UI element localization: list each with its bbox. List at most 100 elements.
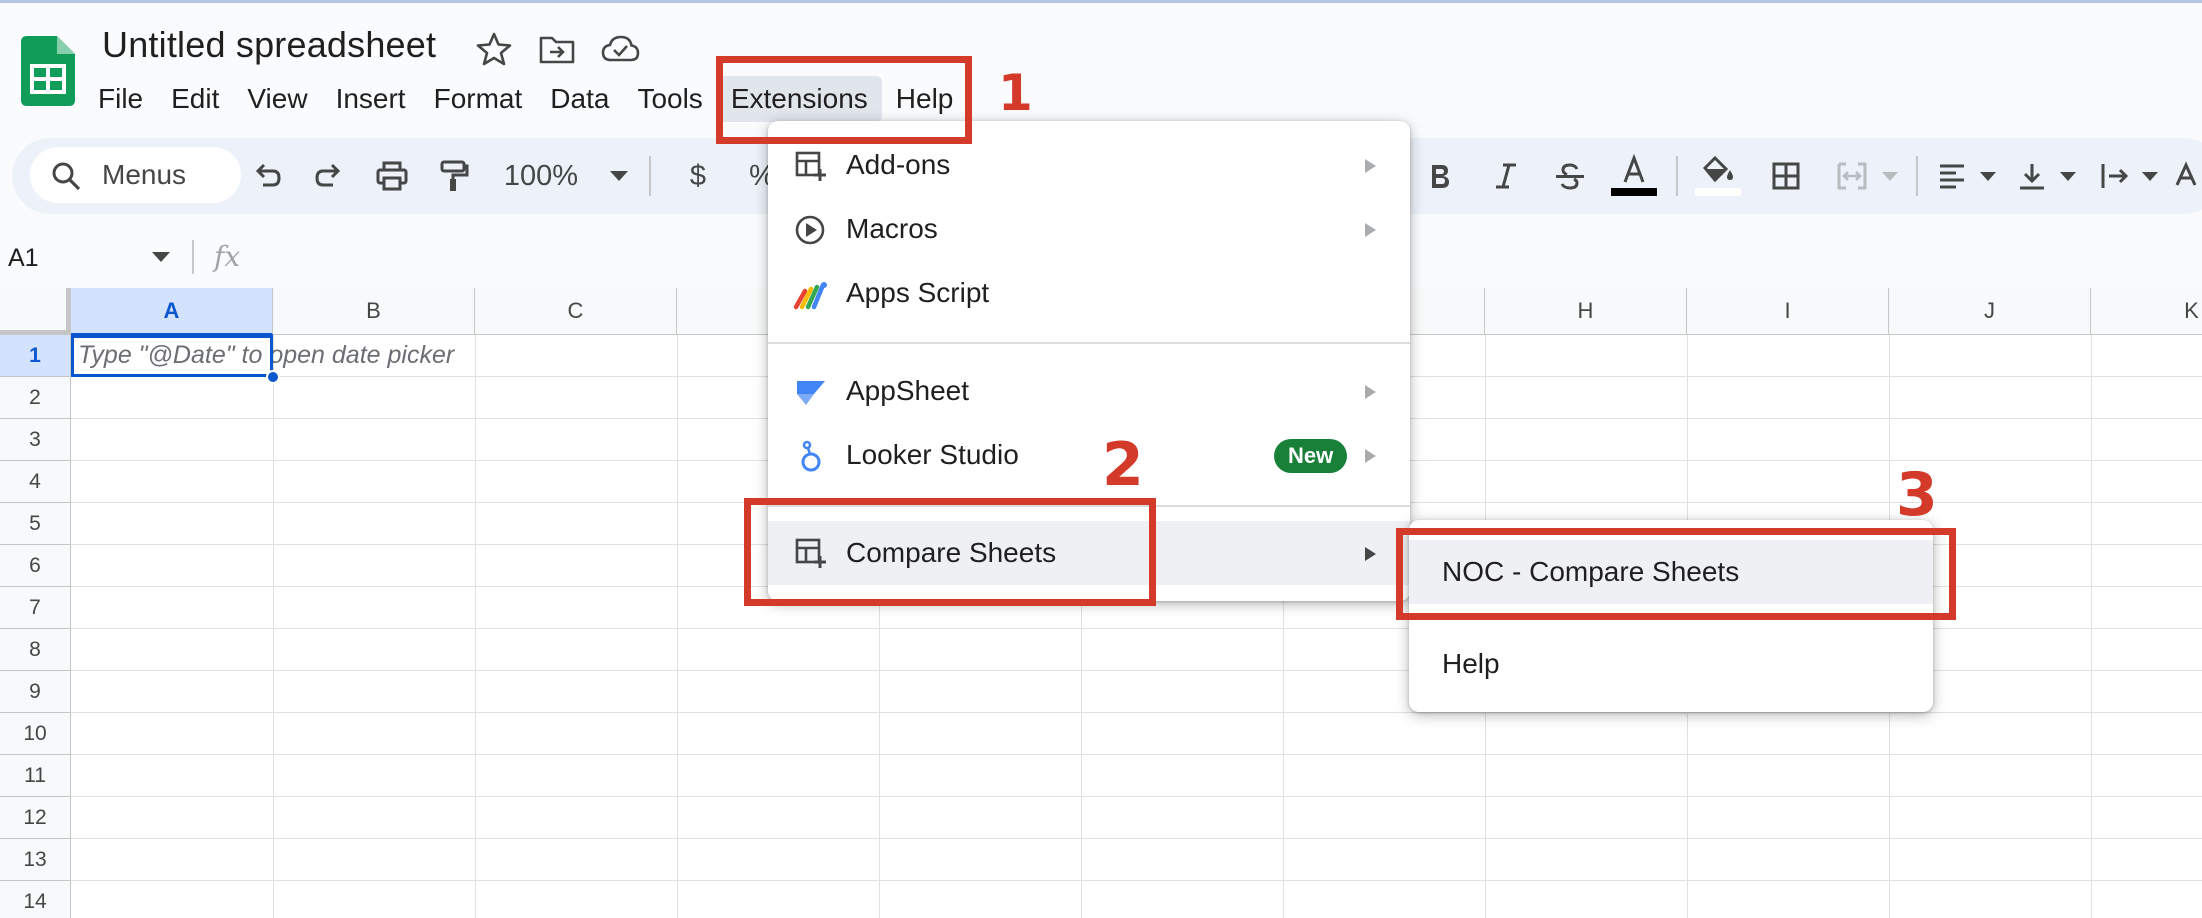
horizontal-align-dropdown[interactable]	[1976, 156, 2000, 196]
selected-cell-a1[interactable]	[71, 335, 273, 377]
submenu-item-help[interactable]: Help	[1409, 634, 1933, 694]
row-header-3[interactable]: 3	[0, 419, 71, 461]
menu-item-compare-sheets[interactable]: Compare Sheets	[768, 521, 1410, 585]
menu-insert[interactable]: Insert	[335, 83, 406, 114]
grid-row-line	[71, 628, 2202, 629]
select-all-corner[interactable]	[0, 288, 71, 335]
row-header-10[interactable]: 10	[0, 713, 71, 755]
caret-down-icon	[610, 171, 628, 181]
name-box-dropdown-icon[interactable]	[152, 252, 170, 262]
menu-help[interactable]: Help	[895, 83, 954, 114]
grid-column-line	[1283, 335, 1284, 918]
menu-extensions[interactable]: Extensions	[716, 76, 882, 122]
row-header-13[interactable]: 13	[0, 839, 71, 881]
search-menus-label: Menus	[102, 159, 187, 190]
column-header-i[interactable]: I	[1687, 288, 1889, 335]
menu-item-apps-script[interactable]: Apps Script	[768, 265, 1410, 321]
strikethrough-icon	[1556, 163, 1584, 190]
row-header-5[interactable]: 5	[0, 503, 71, 545]
undo-button[interactable]	[245, 156, 289, 196]
row-header-4[interactable]: 4	[0, 461, 71, 503]
currency-format-button[interactable]: $	[676, 156, 720, 196]
text-wrapping-dropdown[interactable]	[2138, 156, 2162, 196]
grid-column-line	[1081, 335, 1082, 918]
menu-item-appsheet-label: AppSheet	[846, 375, 969, 406]
menu-item-macros[interactable]: Macros	[768, 201, 1410, 257]
submenu-item-noc-compare-sheets[interactable]: NOC - Compare Sheets	[1409, 540, 1933, 604]
menu-separator	[768, 505, 1410, 507]
document-title[interactable]: Untitled spreadsheet	[102, 24, 437, 65]
column-header-a[interactable]: A	[71, 288, 273, 335]
menu-item-add-ons[interactable]: Add-ons	[768, 137, 1410, 193]
row-header-1[interactable]: 1	[0, 335, 71, 377]
grid-row-line	[71, 754, 2202, 755]
search-menus-button[interactable]: Menus	[30, 147, 241, 203]
row-header-7[interactable]: 7	[0, 587, 71, 629]
row-header-12[interactable]: 12	[0, 797, 71, 839]
merge-cells-button[interactable]	[1830, 154, 1874, 198]
strikethrough-button[interactable]	[1548, 154, 1592, 198]
row-header-6[interactable]: 6	[0, 545, 71, 587]
row-header-14[interactable]: 14	[0, 881, 71, 918]
text-wrapping-button[interactable]	[2092, 154, 2136, 198]
vertical-align-dropdown[interactable]	[2056, 156, 2080, 196]
row-header-8[interactable]: 8	[0, 629, 71, 671]
column-header-c[interactable]: C	[475, 288, 677, 335]
vertical-align-button[interactable]	[2010, 154, 2054, 198]
row-header-11[interactable]: 11	[0, 755, 71, 797]
zoom-dropdown-arrow[interactable]	[604, 156, 634, 196]
menu-data[interactable]: Data	[550, 83, 610, 114]
zoom-value: 100%	[503, 159, 579, 192]
row-header-9[interactable]: 9	[0, 671, 71, 713]
text-rotation-icon	[2175, 161, 2197, 186]
submenu-item-help-label: Help	[1442, 648, 1500, 679]
macros-play-icon	[795, 215, 825, 245]
print-icon	[376, 161, 408, 191]
menu-item-add-ons-label: Add-ons	[846, 149, 951, 180]
submenu-arrow-icon	[1365, 547, 1376, 561]
annotation-number-2: 2	[1102, 430, 1144, 500]
text-color-button[interactable]	[1610, 152, 1658, 200]
menu-item-looker-studio[interactable]: Looker Studio New	[768, 427, 1410, 483]
paint-format-button[interactable]	[432, 156, 476, 196]
zoom-select[interactable]: 100%	[502, 156, 580, 196]
row-header-2[interactable]: 2	[0, 377, 71, 419]
fill-handle[interactable]	[266, 370, 280, 384]
menu-file[interactable]: File	[98, 83, 144, 114]
column-header-j[interactable]: J	[1889, 288, 2091, 335]
borders-icon	[1772, 162, 1800, 190]
print-button[interactable]	[370, 156, 414, 196]
bold-icon	[1432, 165, 1449, 188]
bold-button[interactable]	[1418, 154, 1462, 198]
menu-tools[interactable]: Tools	[637, 83, 703, 114]
text-rotation-button[interactable]	[2168, 154, 2202, 198]
apps-script-icon	[794, 282, 827, 310]
submenu-arrow-icon	[1365, 159, 1376, 173]
column-header-b[interactable]: B	[273, 288, 475, 335]
horizontal-align-button[interactable]	[1930, 154, 1974, 198]
column-header-h[interactable]: H	[1485, 288, 1687, 335]
redo-button[interactable]	[307, 156, 351, 196]
move-folder-icon[interactable]	[537, 31, 577, 67]
grid-column-line	[475, 335, 476, 918]
italic-button[interactable]	[1484, 154, 1528, 198]
sheets-logo-icon[interactable]	[21, 36, 75, 106]
submenu-item-noc-compare-sheets-label: NOC - Compare Sheets	[1442, 556, 1740, 587]
annotation-number-1: 1	[998, 64, 1033, 122]
cloud-saved-icon[interactable]	[600, 31, 640, 67]
fill-color-button[interactable]	[1694, 152, 1742, 200]
menu-view[interactable]: View	[247, 83, 308, 114]
appsheet-icon	[797, 381, 825, 405]
window-top-border	[0, 0, 2202, 3]
menu-format[interactable]: Format	[433, 83, 523, 114]
grid-row-line	[71, 796, 2202, 797]
column-header-k[interactable]: K	[2091, 288, 2202, 335]
menu-item-appsheet[interactable]: AppSheet	[768, 363, 1410, 419]
menu-edit[interactable]: Edit	[171, 83, 220, 114]
star-icon[interactable]	[474, 31, 514, 67]
name-box[interactable]: A1	[8, 244, 39, 272]
grid-column-line	[677, 335, 678, 918]
annotation-box-compare-sheets	[744, 498, 1156, 606]
borders-button[interactable]	[1764, 154, 1808, 198]
merge-cells-dropdown[interactable]	[1878, 156, 1902, 196]
